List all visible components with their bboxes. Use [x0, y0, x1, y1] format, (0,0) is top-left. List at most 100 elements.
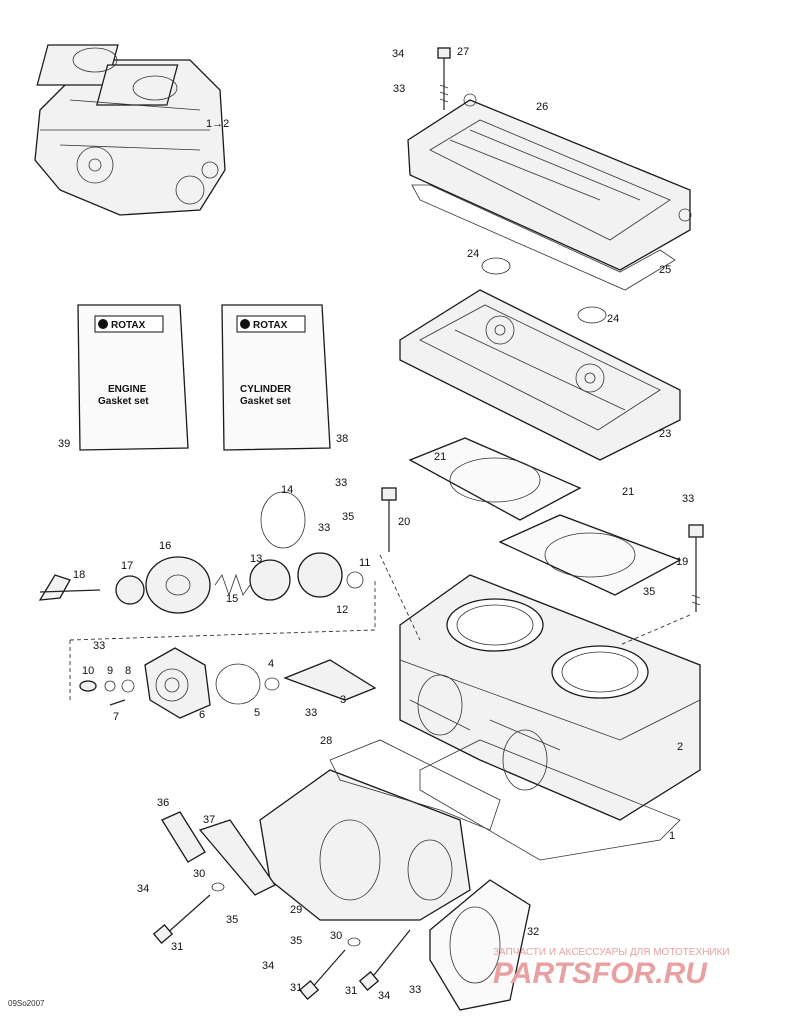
exhaust-manifold — [259, 769, 471, 921]
callout-23: 23 — [659, 428, 671, 440]
cylinder-manual-brand: ROTAX — [253, 320, 288, 331]
callout-8: 8 — [125, 665, 131, 677]
callout-33: 33 — [393, 83, 405, 95]
figure-code: 09So2007 — [8, 999, 45, 1008]
callout-5: 5 — [254, 707, 260, 719]
callout-35: 35 — [342, 511, 354, 523]
callout-32: 32 — [527, 926, 539, 938]
callout-34: 34 — [378, 990, 390, 1002]
callout-14: 14 — [281, 484, 293, 496]
callout-1: 1 — [669, 830, 675, 842]
callout-33: 33 — [409, 984, 421, 996]
callout-34: 34 — [137, 883, 149, 895]
callout-12: 12 — [336, 604, 348, 616]
engine-gasket-set-manual: ROTAX ENGINE Gasket set — [77, 304, 189, 451]
washer-9 — [104, 680, 116, 692]
cylinder-manual-title: CYLINDER — [240, 384, 292, 395]
callout-36: 36 — [157, 797, 169, 809]
callout-35: 35 — [226, 914, 238, 926]
callout-30: 30 — [330, 930, 342, 942]
callout-29: 29 — [290, 904, 302, 916]
callout-33: 33 — [682, 493, 694, 505]
callout-33: 33 — [93, 640, 105, 652]
washer-30b — [347, 937, 361, 947]
bracket-37 — [198, 819, 276, 896]
o-ring-4 — [264, 677, 280, 691]
callout-24: 24 — [467, 248, 479, 260]
washer-30a — [211, 882, 225, 892]
gear-16 — [145, 556, 211, 614]
callout-3: 3 — [340, 694, 346, 706]
engine-manual-title: ENGINE — [108, 384, 147, 395]
callout-34: 34 — [392, 48, 404, 60]
callout-38: 38 — [336, 433, 348, 445]
part-13 — [249, 559, 291, 601]
callout-25: 25 — [659, 264, 671, 276]
pump-gasket-5 — [215, 663, 261, 705]
callout-19: 19 — [676, 556, 688, 568]
callout-28: 28 — [320, 735, 332, 747]
callout-37: 37 — [203, 814, 215, 826]
head-cover-screw — [437, 47, 451, 110]
cylinder-bolt-19 — [688, 524, 704, 612]
cylinder-base-gasket — [419, 739, 681, 861]
o-ring-24b — [577, 306, 607, 324]
callout-39: 39 — [58, 438, 70, 450]
callout-33: 33 — [305, 707, 317, 719]
callout-16: 16 — [159, 540, 171, 552]
spring-15 — [214, 573, 251, 597]
spring-10 — [79, 680, 97, 692]
callout-33: 33 — [318, 522, 330, 534]
washer-8 — [121, 679, 135, 693]
engine-manual-subtitle: Gasket set — [98, 396, 149, 407]
cylinder-head — [399, 289, 681, 461]
manifold-screw-left — [152, 894, 211, 945]
manifold-screw-right — [358, 929, 411, 992]
o-ring-24a — [481, 257, 511, 275]
part-17 — [115, 575, 145, 605]
callout-35: 35 — [643, 586, 655, 598]
callout-26: 26 — [536, 101, 548, 113]
callout-20: 20 — [398, 516, 410, 528]
callout-7: 7 — [113, 711, 119, 723]
clip-18 — [38, 574, 71, 601]
callout-17: 17 — [121, 560, 133, 572]
engine-manual-brand: ROTAX — [111, 320, 146, 331]
screw-7 — [109, 699, 126, 706]
watermark-tagline: ЗАПЧАСТИ И АКСЕССУАРЫ ДЛЯ МОТОТЕХНИКИ — [493, 947, 730, 958]
callout-10: 10 — [82, 665, 94, 677]
cylinder-manual-subtitle: Gasket set — [240, 396, 291, 407]
callout-2: 2 — [677, 741, 683, 753]
exhaust-gasket-28 — [329, 739, 501, 831]
callout-27: 27 — [457, 46, 469, 58]
o-ring-14 — [260, 491, 306, 549]
callout-15: 15 — [226, 593, 238, 605]
exhaust-flange-gasket — [429, 879, 531, 1011]
watermark-logo: PARTSFOR.RU — [493, 957, 708, 990]
cover-12 — [297, 552, 343, 598]
callout-33: 33 — [335, 477, 347, 489]
head-cover-gasket — [411, 184, 676, 291]
water-pump-housing — [144, 647, 211, 719]
callout-31: 31 — [345, 985, 357, 997]
callout-21: 21 — [622, 486, 634, 498]
callout-35: 35 — [290, 935, 302, 947]
callout-31: 31 — [171, 941, 183, 953]
callout-21: 21 — [434, 451, 446, 463]
arrow-note-label: 1→2 — [206, 118, 229, 130]
manifold-screw-center — [298, 949, 346, 1001]
callout-11: 11 — [359, 557, 370, 569]
callout-30: 30 — [193, 868, 205, 880]
callout-24: 24 — [607, 313, 619, 325]
callout-18: 18 — [73, 569, 85, 581]
callout-31: 31 — [290, 982, 302, 994]
head-gasket-right — [498, 514, 682, 596]
cylinder-bolt-20 — [381, 487, 397, 552]
cylinder-gasket-set-manual: ROTAX CYLINDER Gasket set — [221, 304, 331, 451]
pump-fitting-3 — [283, 659, 377, 701]
callout-6: 6 — [199, 709, 205, 721]
engine-assembly-illustration — [34, 44, 226, 216]
callout-13: 13 — [250, 553, 262, 565]
callout-4: 4 — [268, 658, 274, 670]
